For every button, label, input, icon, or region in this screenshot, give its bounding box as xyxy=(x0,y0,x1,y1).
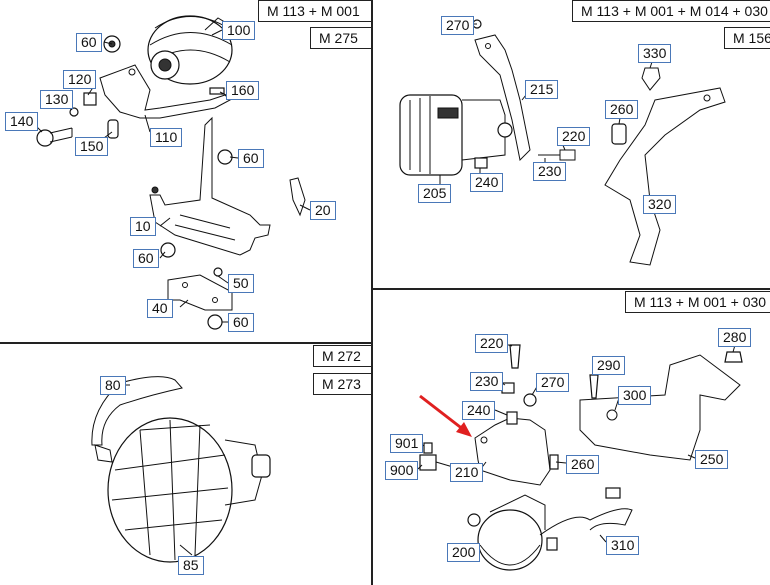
callout-tl-60d[interactable]: 60 xyxy=(228,313,254,332)
small-parts-br xyxy=(419,344,743,476)
callout-tr-330[interactable]: 330 xyxy=(638,44,672,63)
bracket-215 xyxy=(474,34,531,162)
header-bottom-right-1: M 113 + M 001 + 030 xyxy=(625,291,770,313)
callout-tr-260[interactable]: 260 xyxy=(605,100,639,119)
callout-tl-50[interactable]: 50 xyxy=(228,274,254,293)
callout-br-310[interactable]: 310 xyxy=(606,536,640,555)
callout-tr-240[interactable]: 240 xyxy=(470,173,504,192)
callout-tr-230[interactable]: 230 xyxy=(533,162,567,181)
callout-br-900[interactable]: 900 xyxy=(385,461,419,480)
bracket-320 xyxy=(604,87,726,266)
callout-tl-110[interactable]: 110 xyxy=(150,128,183,147)
leader-lines-tl xyxy=(35,29,311,323)
header-bottom-left-1: M 272 xyxy=(313,345,372,367)
callout-tr-205[interactable]: 205 xyxy=(418,184,452,203)
callout-tl-160[interactable]: 160 xyxy=(226,81,260,100)
callout-br-250[interactable]: 250 xyxy=(695,450,729,469)
callout-br-290[interactable]: 290 xyxy=(592,356,626,375)
leader-lines-br xyxy=(417,343,736,551)
callout-tr-220[interactable]: 220 xyxy=(557,127,591,146)
red-arrow xyxy=(419,394,472,437)
callout-tl-40[interactable]: 40 xyxy=(147,299,173,318)
callout-br-220[interactable]: 220 xyxy=(475,334,509,353)
header-top-left-2: M 275 xyxy=(310,27,372,49)
callout-tr-270[interactable]: 270 xyxy=(441,16,475,35)
header-top-left-1: M 113 + M 001 xyxy=(258,0,372,22)
callout-tl-140[interactable]: 140 xyxy=(5,112,39,131)
header-top-right-1: M 113 + M 001 + M 014 + 030 xyxy=(572,0,770,22)
callout-br-270[interactable]: 270 xyxy=(536,373,570,392)
callout-br-280[interactable]: 280 xyxy=(718,328,752,347)
callout-tl-120[interactable]: 120 xyxy=(63,70,97,89)
callout-tr-215[interactable]: 215 xyxy=(525,80,559,99)
hose-80 xyxy=(91,376,183,463)
bracket-40 xyxy=(167,274,233,311)
callout-tl-10[interactable]: 10 xyxy=(130,217,156,236)
header-bottom-left-2: M 273 xyxy=(313,373,372,395)
callout-bl-80[interactable]: 80 xyxy=(100,376,126,395)
callout-br-210[interactable]: 210 xyxy=(450,463,484,482)
bracket-10 xyxy=(149,116,271,256)
callout-bl-85[interactable]: 85 xyxy=(178,556,204,575)
vertical-divider xyxy=(371,0,373,585)
callout-br-230[interactable]: 230 xyxy=(470,372,504,391)
small-parts-tr xyxy=(472,19,661,169)
header-top-right-2: M 156 xyxy=(724,27,770,49)
air-pump-100 xyxy=(147,15,233,85)
callout-br-300[interactable]: 300 xyxy=(618,386,652,405)
air-pump-85 xyxy=(107,417,271,563)
bolt-140 xyxy=(36,127,73,147)
callout-tl-100[interactable]: 100 xyxy=(222,21,256,40)
callout-br-240[interactable]: 240 xyxy=(462,401,496,420)
bracket-250 xyxy=(579,354,741,461)
callout-tl-20[interactable]: 20 xyxy=(310,201,336,220)
wire-310 xyxy=(539,487,633,551)
callout-tl-150[interactable]: 150 xyxy=(75,137,109,156)
callout-tl-130[interactable]: 130 xyxy=(40,90,74,109)
callout-tl-60c[interactable]: 60 xyxy=(133,249,159,268)
air-pump-200 xyxy=(467,494,546,571)
callout-tl-60b[interactable]: 60 xyxy=(238,149,264,168)
callout-br-260[interactable]: 260 xyxy=(566,455,600,474)
callout-tl-60a[interactable]: 60 xyxy=(76,33,102,52)
callout-tr-320[interactable]: 320 xyxy=(643,195,677,214)
bracket-210 xyxy=(474,417,551,486)
horizontal-divider-left xyxy=(0,342,372,344)
horizontal-divider-right xyxy=(371,288,770,290)
air-pump-205 xyxy=(399,94,513,176)
callout-br-901[interactable]: 901 xyxy=(390,434,424,453)
callout-br-200[interactable]: 200 xyxy=(447,543,481,562)
